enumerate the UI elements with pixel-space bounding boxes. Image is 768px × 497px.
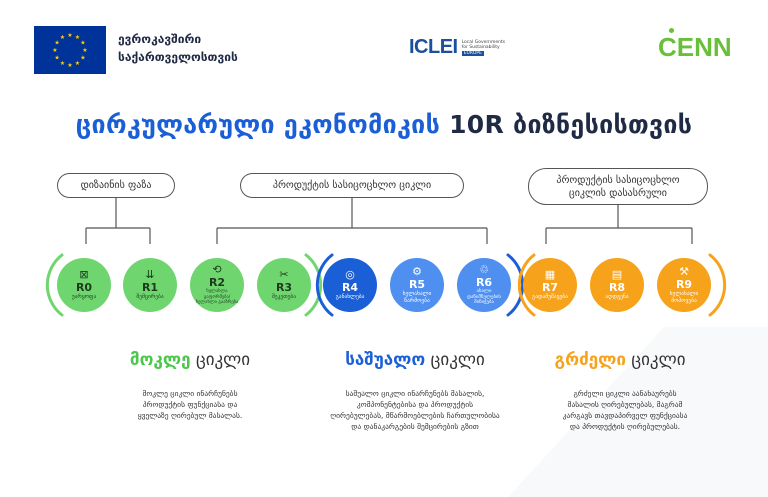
- iclei-tagline-1: Local Governments: [461, 39, 506, 45]
- stage-name: გადამუშავება: [532, 294, 568, 301]
- stage-name: შეკეთება: [271, 294, 297, 301]
- phase-end-of-life-label-1: პროდუქტის სასიცოცხლო: [556, 174, 680, 186]
- stage-code: R2: [208, 276, 226, 290]
- phase-end-of-life-label-2: ციკლის დასასრული: [568, 187, 667, 199]
- eu-star-icon: ★: [82, 47, 87, 54]
- stage-name: ახალი დანიშნულების მინიჭება: [467, 289, 501, 306]
- desc-line: მასალის ღირებულებას, მაგრამ: [567, 400, 683, 409]
- iclei-wordmark: ICLEI: [409, 36, 458, 58]
- medium-cycle-description: საშუალო ციკლი ინარჩუნებს მასალის, კომპონ…: [300, 388, 530, 432]
- eu-star-icon: ★: [75, 34, 80, 41]
- recycle-icon: ▦: [544, 268, 556, 282]
- repurpose-icon: ♲: [479, 263, 489, 277]
- stage-name: აღდგენა: [605, 294, 629, 301]
- reduce-icon: ⇊: [145, 268, 155, 282]
- eu-star-icon: ★: [60, 34, 65, 41]
- stage-code: R8: [608, 281, 626, 295]
- stage-code: R6: [475, 276, 493, 290]
- cenn-logo: CENN: [658, 32, 732, 62]
- eu-star-icon: ★: [54, 55, 59, 62]
- desc-line: გრძელი ციკლი აანახაურებს: [573, 389, 677, 398]
- refurbish-icon: ◎: [345, 268, 355, 282]
- phase-product-lifecycle-label: პროდუქტის სასიცოცხლო ციკლი: [272, 180, 432, 191]
- medium-cycle-bold: საშუალო: [345, 350, 426, 370]
- long-cycle-rest: ციკლი: [626, 350, 686, 370]
- stage-r1: ⇊ R1 შემცირება: [123, 258, 177, 312]
- eu-star-icon: ★: [80, 55, 85, 62]
- phase-design-label: დიზაინის ფაზა: [80, 180, 152, 191]
- stage-code: R3: [275, 281, 293, 295]
- short-cycle-bold: მოკლე: [129, 350, 191, 370]
- repair-icon: ✂: [279, 268, 289, 282]
- remine-icon: ⚒: [679, 265, 689, 278]
- stage-r8: ▤ R8 აღდგენა: [590, 258, 644, 312]
- stage-name: განახლება: [335, 294, 365, 301]
- long-cycle-bold: გრძელი: [554, 350, 627, 370]
- title-accent: 10R ბიზნესისთვის: [449, 110, 693, 139]
- remanufacture-icon: ⚙: [412, 265, 422, 278]
- desc-line: ღირებულებას, მწარმოებლების ჩართულობისა: [330, 411, 500, 420]
- long-cycle-description: გრძელი ციკლი აანახაურებს მასალის ღირებულ…: [520, 388, 730, 432]
- stage-code: R0: [75, 281, 93, 295]
- eu-star-icon: ★: [54, 40, 59, 47]
- medium-cycle-rest: ციკლი: [425, 350, 485, 370]
- title-main: ცირკულარული ეკონომიკის: [75, 110, 441, 139]
- desc-line: კომპონენტებისა და პროდუქტის: [356, 400, 474, 409]
- iclei-region: EUROPE: [461, 50, 484, 56]
- short-cycle-description: მოკლე ციკლი ინარჩუნებს პროდუქტის ფუნქცია…: [80, 388, 300, 421]
- desc-line: პროდუქტის ფუნქციასა და: [142, 400, 238, 409]
- desc-line: და პროდუქტის ღირებულებას.: [569, 422, 681, 431]
- stage-code: R1: [141, 281, 159, 295]
- phase-design: დიზაინის ფაზა: [57, 173, 175, 198]
- desc-line: კარგავს თავდაპირველ ფუნქციასა: [562, 411, 688, 420]
- stage-code: R7: [541, 281, 559, 295]
- stage-name: შემცირება: [136, 294, 164, 301]
- stage-name: ხელახალი წარმოება: [402, 291, 432, 304]
- desc-line: ყველაზე ღირებულ მასალას.: [137, 411, 243, 420]
- cenn-dot-icon: [669, 28, 674, 33]
- phase-product-lifecycle: პროდუქტის სასიცოცხლო ციკლი: [240, 173, 464, 198]
- rethink-icon: ⟲: [212, 263, 222, 277]
- desc-line: საშუალო ციკლი ინარჩუნებს მასალის,: [345, 389, 485, 398]
- stage-name: უარყოფა: [71, 294, 97, 301]
- stage-r5: ⚙ R5 ხელახალი წარმოება: [390, 258, 444, 312]
- eu-star-icon: ★: [60, 60, 65, 67]
- stage-name: ხელახალი მოპოვება: [669, 291, 699, 304]
- recover-icon: ▤: [611, 268, 623, 282]
- eu-star-icon: ★: [80, 40, 85, 47]
- iclei-logo: ICLEI Local Governments for Sustainabili…: [409, 36, 506, 59]
- eu-star-icon: ★: [67, 62, 72, 69]
- eu-stars-icon: ★★★★★★★★★★★★: [52, 32, 87, 69]
- desc-line: მოკლე ციკლი ინარჩუნებს: [142, 389, 238, 398]
- stage-r9: ⚒ R9 ხელახალი მოპოვება: [657, 258, 711, 312]
- eu-line-1: ევროკავშირი: [118, 32, 202, 46]
- refuse-icon: ⊠: [79, 268, 89, 282]
- stage-r3: ✂ R3 შეკეთება: [257, 258, 311, 312]
- short-cycle-heading: მოკლე ციკლი: [90, 350, 290, 370]
- eu-flag-logo: ★★★★★★★★★★★★: [34, 26, 106, 74]
- phase-end-of-life: პროდუქტის სასიცოცხლო ციკლის დასასრული: [528, 168, 708, 205]
- eu-text: ევროკავშირი საქართველოსთვის: [118, 30, 238, 66]
- eu-star-icon: ★: [52, 47, 57, 54]
- page-title: ცირკულარული ეკონომიკის 10R ბიზნესისთვის: [0, 110, 768, 139]
- iclei-tagline: Local Governments for Sustainability EUR…: [461, 39, 506, 56]
- stage-r7: ▦ R7 გადამუშავება: [523, 258, 577, 312]
- stage-r2: ⟲ R2 ხელახლა გაფორმება/ხელახლა გააზრება: [190, 258, 244, 312]
- eu-star-icon: ★: [75, 60, 80, 67]
- eu-star-icon: ★: [67, 32, 72, 39]
- stage-r0: ⊠ R0 უარყოფა: [57, 258, 111, 312]
- eu-line-2: საქართველოსთვის: [118, 50, 238, 64]
- stage-code: R5: [408, 278, 426, 291]
- stage-code: R9: [675, 278, 693, 291]
- stage-r4: ◎ R4 განახლება: [323, 258, 377, 312]
- long-cycle-heading: გრძელი ციკლი: [520, 350, 720, 370]
- stage-r6: ♲ R6 ახალი დანიშნულების მინიჭება: [457, 258, 511, 312]
- iclei-tagline-2: for Sustainability: [461, 44, 500, 50]
- short-cycle-rest: ციკლი: [190, 350, 251, 370]
- desc-line: და დანაკარგების შემცირების გზით: [351, 422, 479, 431]
- stage-name: ხელახლა გაფორმება/ხელახლა გააზრება: [195, 289, 239, 306]
- medium-cycle-heading: საშუალო ციკლი: [315, 350, 515, 370]
- stage-code: R4: [341, 281, 359, 295]
